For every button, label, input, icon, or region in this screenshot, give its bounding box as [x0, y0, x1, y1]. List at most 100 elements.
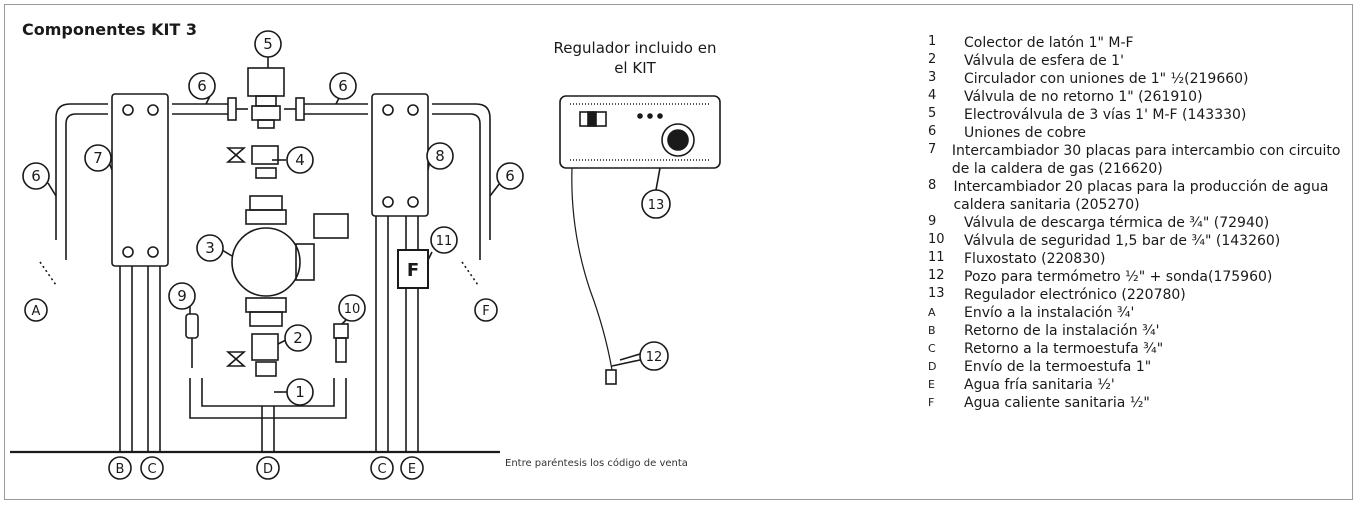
label-C-left: C	[147, 462, 156, 477]
legend-row: 8 Intercambiador 20 placas para la produc…	[928, 178, 1353, 214]
legend-text: Válvula de esfera de 1'	[964, 53, 1124, 69]
legend-text: Agua caliente sanitaria ½"	[964, 395, 1150, 411]
callout-12	[639, 341, 669, 371]
legend-number: 13	[928, 286, 945, 301]
exchanger-8	[371, 93, 429, 217]
legend-row: 13 Regulador electrónico (220780)	[928, 286, 1353, 304]
legend-text: Retorno de la instalación ¾'	[964, 323, 1160, 339]
legend-number: 3	[928, 70, 937, 85]
legend-number: 7	[928, 142, 937, 157]
label-C-right: C	[377, 462, 386, 477]
flow-switch-letter: F	[407, 260, 419, 281]
probe-well-12	[605, 369, 617, 385]
legend-text: Pozo para termómetro ½" + sonda(175960)	[964, 269, 1273, 285]
legend-row: 4 Válvula de no retorno 1" (261910)	[928, 88, 1353, 106]
label-6-far-left: 6	[31, 167, 41, 185]
legend-row: 5 Electroválvula de 3 vías 1' M-F (143330…	[928, 106, 1353, 124]
flow-switch-11	[397, 249, 429, 289]
regulator-caption-line-2: el KIT	[614, 59, 656, 77]
callout-F	[474, 298, 498, 322]
callout-8	[426, 142, 454, 170]
legend-text: Agua fría sanitaria ½'	[964, 377, 1115, 393]
label-13: 13	[648, 198, 665, 213]
legend-row: F Agua caliente sanitaria ½"	[928, 394, 1353, 412]
label-A: A	[32, 304, 41, 319]
callout-6-right	[329, 72, 357, 100]
legend-text: Válvula de descarga térmica de ¾" (72940…	[964, 215, 1270, 231]
label-7: 7	[93, 149, 103, 167]
legend-number: 12	[928, 268, 945, 283]
ball-valve-2	[251, 333, 279, 361]
footnote: Entre paréntesis los código de venta	[505, 458, 688, 469]
left-copper-pipe-inner	[65, 113, 108, 260]
label-4: 4	[295, 151, 305, 169]
callout-E	[400, 456, 424, 480]
legend-text: Circulador con uniones de 1" ½(219660)	[964, 71, 1249, 87]
legend-text: Envío de la termoestufa 1"	[964, 359, 1152, 375]
valve-4-symbol	[225, 147, 247, 163]
legend-number: 2	[928, 52, 937, 67]
legend-number: A	[928, 306, 936, 319]
circulator-motor-box	[313, 213, 349, 239]
callout-6-far-left	[22, 162, 50, 190]
label-6-left: 6	[197, 77, 207, 95]
legend-text: Válvula de seguridad 1,5 bar de ¾" (1432…	[964, 233, 1281, 249]
legend-text: Válvula de no retorno 1" (261910)	[964, 89, 1203, 105]
label-D: D	[263, 462, 273, 477]
legend-number: D	[928, 360, 937, 373]
legend-text: Fluxostato (220830)	[964, 251, 1106, 267]
legend-number: 6	[928, 124, 937, 139]
legend-row: D Envío de la termoestufa 1"	[928, 358, 1353, 376]
regulator-caption-line-1: Regulador incluido en	[553, 39, 717, 57]
legend-row: 3 Circulador con uniones de 1" ½(219660)	[928, 70, 1353, 88]
legend-row: 6 Uniones de cobre	[928, 124, 1353, 142]
diagram-frame	[4, 4, 1353, 500]
legend-number: 5	[928, 106, 937, 121]
callout-5	[254, 30, 282, 58]
exchanger-7	[111, 93, 169, 267]
callout-A	[24, 298, 48, 322]
callout-10	[338, 294, 366, 322]
electrovalve-5	[247, 67, 285, 97]
label-11: 11	[436, 234, 453, 249]
callout-9	[168, 282, 196, 310]
callout-13	[641, 189, 671, 219]
legend-row: 2 Válvula de esfera de 1'	[928, 52, 1353, 70]
label-5: 5	[263, 35, 273, 53]
callout-C-left	[140, 456, 164, 480]
valve-2-symbol	[225, 351, 247, 367]
label-F: F	[482, 304, 489, 319]
legend-number: F	[928, 396, 935, 409]
legend-text: Uniones de cobre	[964, 125, 1086, 141]
callout-4	[286, 146, 314, 174]
callout-6-far-right	[496, 162, 524, 190]
label-8: 8	[435, 147, 445, 165]
label-6-far-right: 6	[505, 167, 515, 185]
callout-2	[284, 324, 312, 352]
callout-11	[430, 226, 458, 254]
legend-text: Colector de latón 1" M-F	[964, 35, 1134, 51]
legend-text: Intercambiador 20 placas para la producc…	[953, 179, 1329, 213]
legend-row: B Retorno de la instalación ¾'	[928, 322, 1353, 340]
callout-B	[108, 456, 132, 480]
thermal-valve-9	[185, 313, 199, 339]
legend-number: 8	[928, 178, 937, 193]
label-9: 9	[177, 287, 187, 305]
legend-row: 12 Pozo para termómetro ½" + sonda(175960…	[928, 268, 1353, 286]
legend-number: 4	[928, 88, 937, 103]
legend-text: Electroválvula de 3 vías 1' M-F (143330)	[964, 107, 1247, 123]
callout-7	[84, 144, 112, 172]
legend-number: B	[928, 324, 936, 337]
label-1: 1	[295, 383, 305, 401]
callout-C-right	[370, 456, 394, 480]
label-E: E	[408, 462, 416, 477]
legend-text: Regulador electrónico (220780)	[964, 287, 1186, 303]
